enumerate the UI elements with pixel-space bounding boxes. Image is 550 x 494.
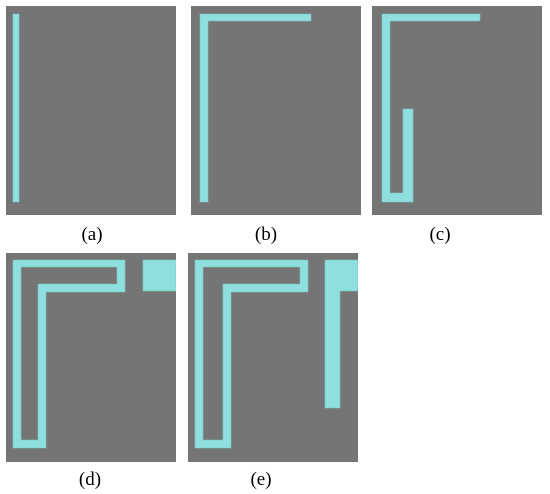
panel-c-drawing <box>381 13 481 203</box>
panel-d-drawing <box>12 259 176 449</box>
panel-a-drawing <box>12 13 20 203</box>
trace-vertical-strip <box>12 13 20 203</box>
panel-e <box>188 253 358 462</box>
trace-patch-with-stub <box>324 259 358 409</box>
caption-e: (e) <box>250 469 272 490</box>
caption-c: (c) <box>429 224 451 245</box>
panel-e-drawing <box>194 259 358 449</box>
panel-b <box>191 6 361 215</box>
trace-inverted-l <box>199 13 312 203</box>
panel-a <box>6 6 176 215</box>
caption-d: (d) <box>78 469 102 490</box>
trace-nested-l <box>194 259 309 449</box>
caption-b: (b) <box>254 224 278 245</box>
trace-patch <box>142 259 176 292</box>
trace-spiral-arm <box>381 13 481 203</box>
panel-d <box>6 253 176 462</box>
caption-a: (a) <box>81 224 103 245</box>
trace-nested-l <box>12 259 126 449</box>
panel-c <box>372 6 542 215</box>
panel-b-drawing <box>199 13 312 203</box>
